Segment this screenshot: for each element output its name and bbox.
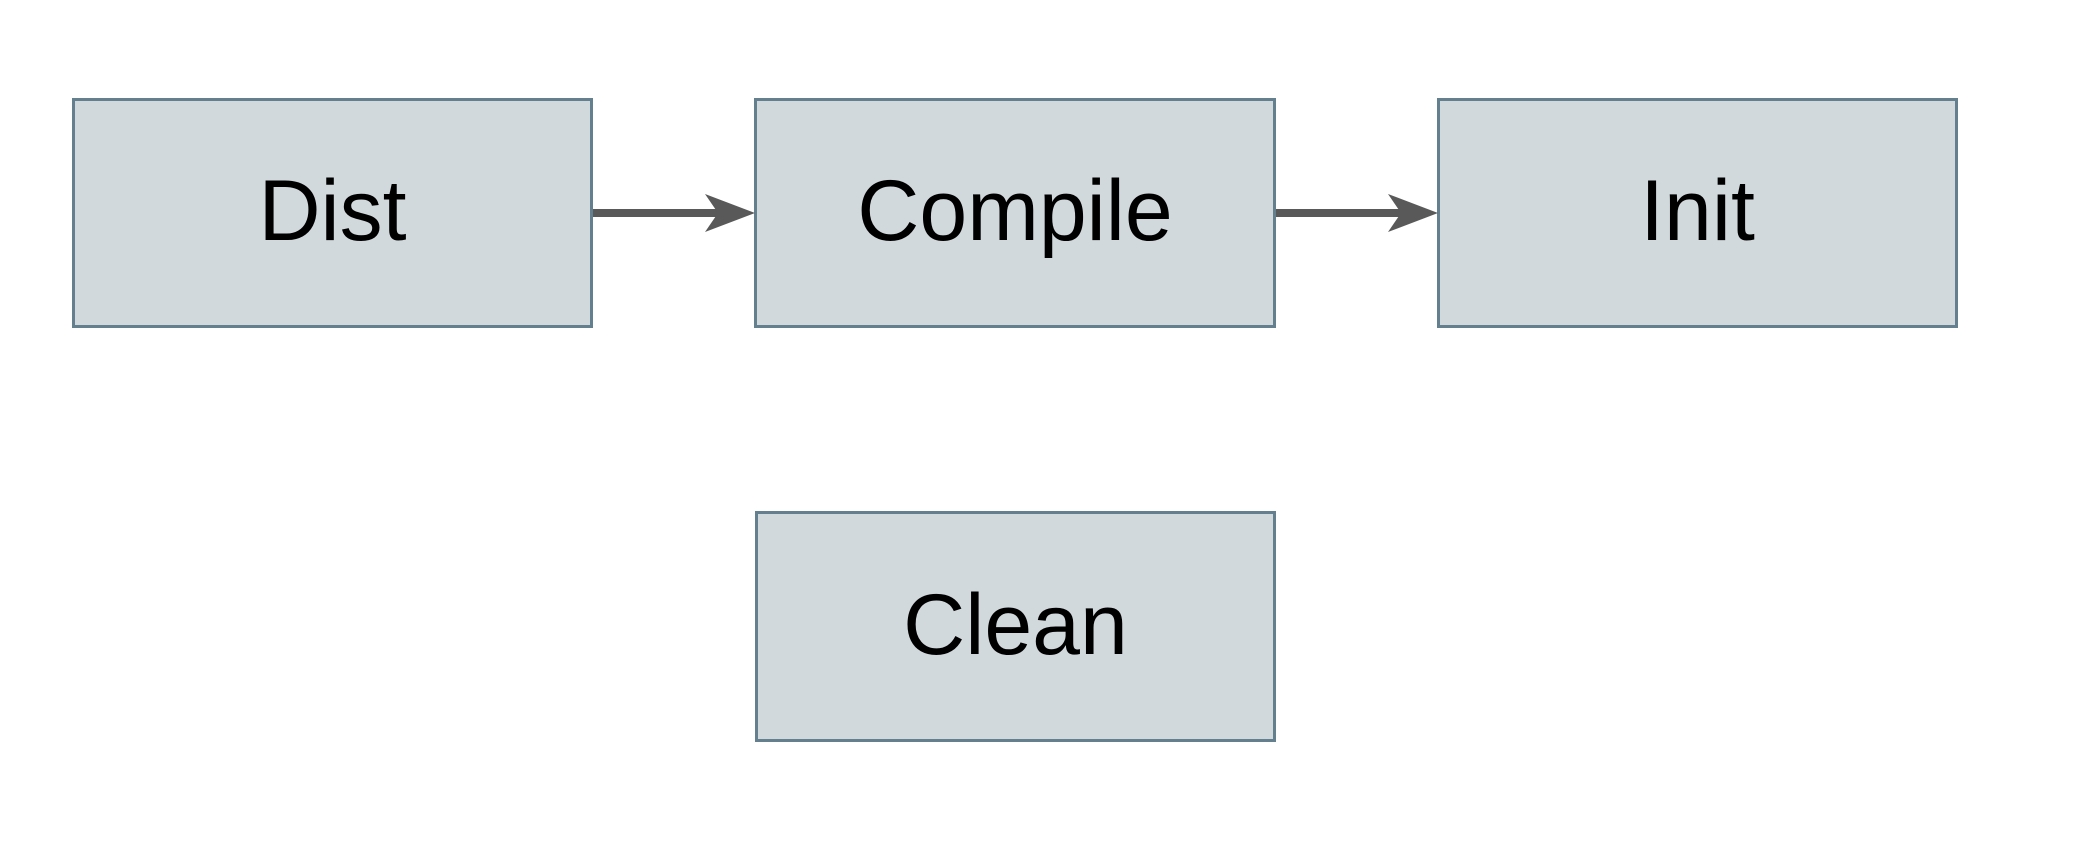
node-dist-label: Dist [258, 163, 407, 259]
arrow-dist-to-compile-icon [593, 194, 755, 232]
node-clean: Clean [755, 511, 1276, 742]
arrow-compile-to-init-icon [1276, 194, 1438, 232]
node-clean-label: Clean [903, 576, 1128, 673]
node-compile: Compile [754, 98, 1276, 328]
node-dist: Dist [72, 98, 593, 328]
node-compile-label: Compile [857, 163, 1173, 259]
node-init-label: Init [1640, 163, 1755, 259]
node-init: Init [1437, 98, 1958, 328]
